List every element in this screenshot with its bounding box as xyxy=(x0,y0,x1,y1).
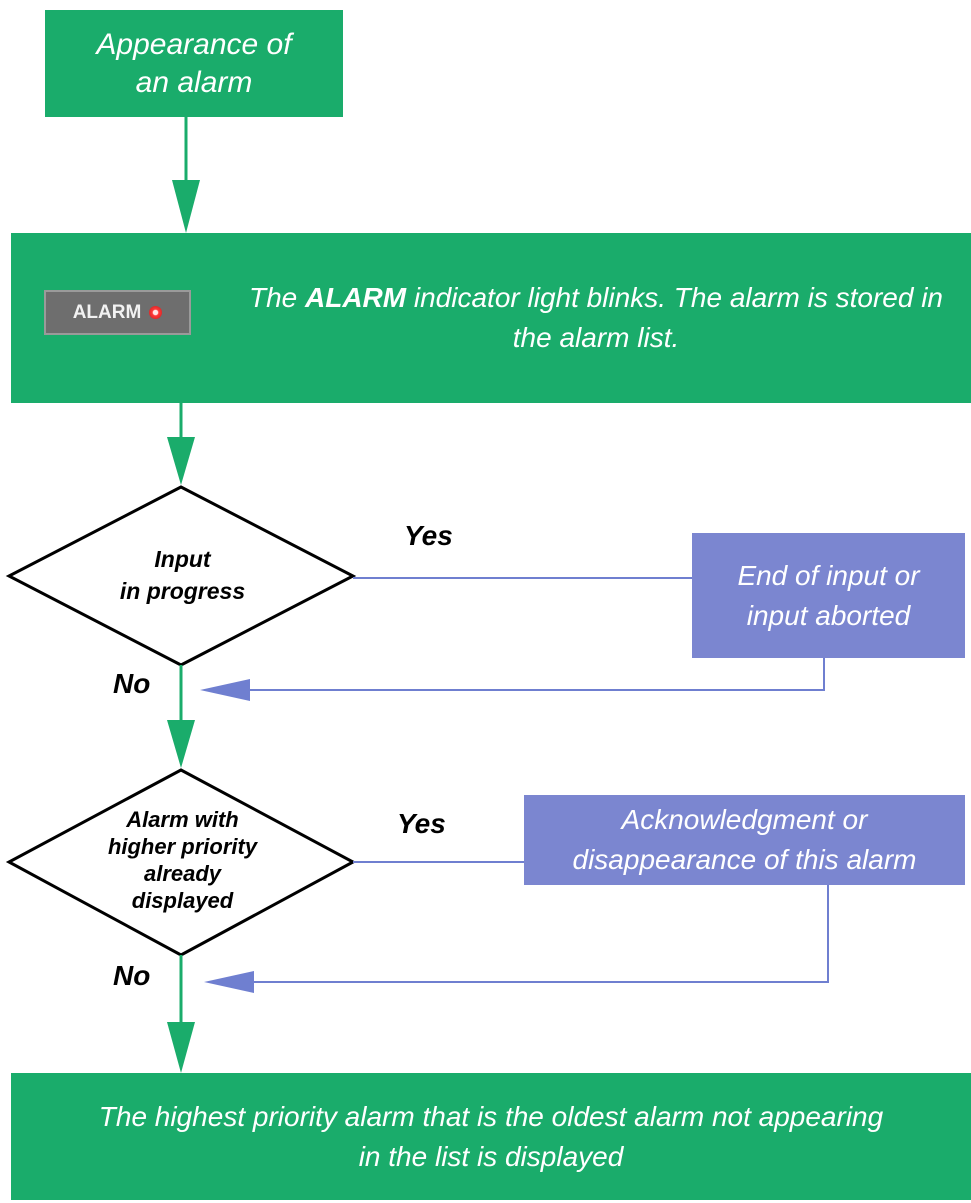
decision-priority-line2: higher priority xyxy=(107,834,258,859)
yes-label-priority: Yes xyxy=(397,808,446,839)
side-box-acknowledgment: Acknowledgment or disappearance of this … xyxy=(524,795,965,885)
ack-line1: Acknowledgment or xyxy=(621,804,868,835)
alarm-indicator-light: ALARM xyxy=(44,290,191,335)
arrow-decision1-to-decision2 xyxy=(167,665,195,768)
arrow-decision2-to-result xyxy=(167,955,195,1073)
return-arrow-priority xyxy=(204,885,829,993)
no-label-priority: No xyxy=(113,960,151,991)
end-input-line2: input aborted xyxy=(746,599,911,631)
stored-message: The ALARM indicator light blinks. The al… xyxy=(226,278,966,358)
yes-label-input: Yes xyxy=(404,520,453,551)
stored-text-before: The xyxy=(248,282,306,313)
decision-priority-line4: displayed xyxy=(131,888,234,913)
result-line1: The highest priority alarm that is the o… xyxy=(98,1100,884,1132)
alarm-indicator-label: ALARM xyxy=(72,301,142,323)
decision-priority-line1: Alarm with xyxy=(126,807,239,832)
end-input-line1: End of input or xyxy=(737,559,920,591)
start-text-line1: Appearance of xyxy=(96,27,292,61)
start-text-line2: an alarm xyxy=(135,65,253,99)
decision-priority-line3: already xyxy=(143,861,222,886)
side-box-end-of-input: End of input or input aborted xyxy=(692,533,965,658)
arrow-start-to-stored xyxy=(172,117,200,233)
alarm-lamp-icon xyxy=(149,306,163,319)
decision-input-label: Input in progress xyxy=(60,535,305,615)
decision-input-line1: Input xyxy=(154,546,211,572)
result-box-alarm-displayed: The highest priority alarm that is the o… xyxy=(11,1073,971,1200)
result-line2: in the list is displayed xyxy=(358,1140,624,1172)
start-box-alarm-appearance: Appearance of an alarm xyxy=(45,10,343,117)
arrow-stored-to-decision1 xyxy=(167,403,195,485)
decision-input-line2: in progress xyxy=(119,578,246,604)
decision-priority-label: Alarm with higher priority already displ… xyxy=(70,800,295,920)
process-box-alarm-stored: ALARM The ALARM indicator light blinks. … xyxy=(11,233,971,403)
return-arrow-input xyxy=(200,658,825,701)
ack-line2: disappearance of this alarm xyxy=(572,844,917,875)
stored-text-after: indicator light blinks. The alarm is sto… xyxy=(406,282,944,353)
stored-text-bold: ALARM xyxy=(305,282,407,313)
no-label-input: No xyxy=(113,668,151,699)
